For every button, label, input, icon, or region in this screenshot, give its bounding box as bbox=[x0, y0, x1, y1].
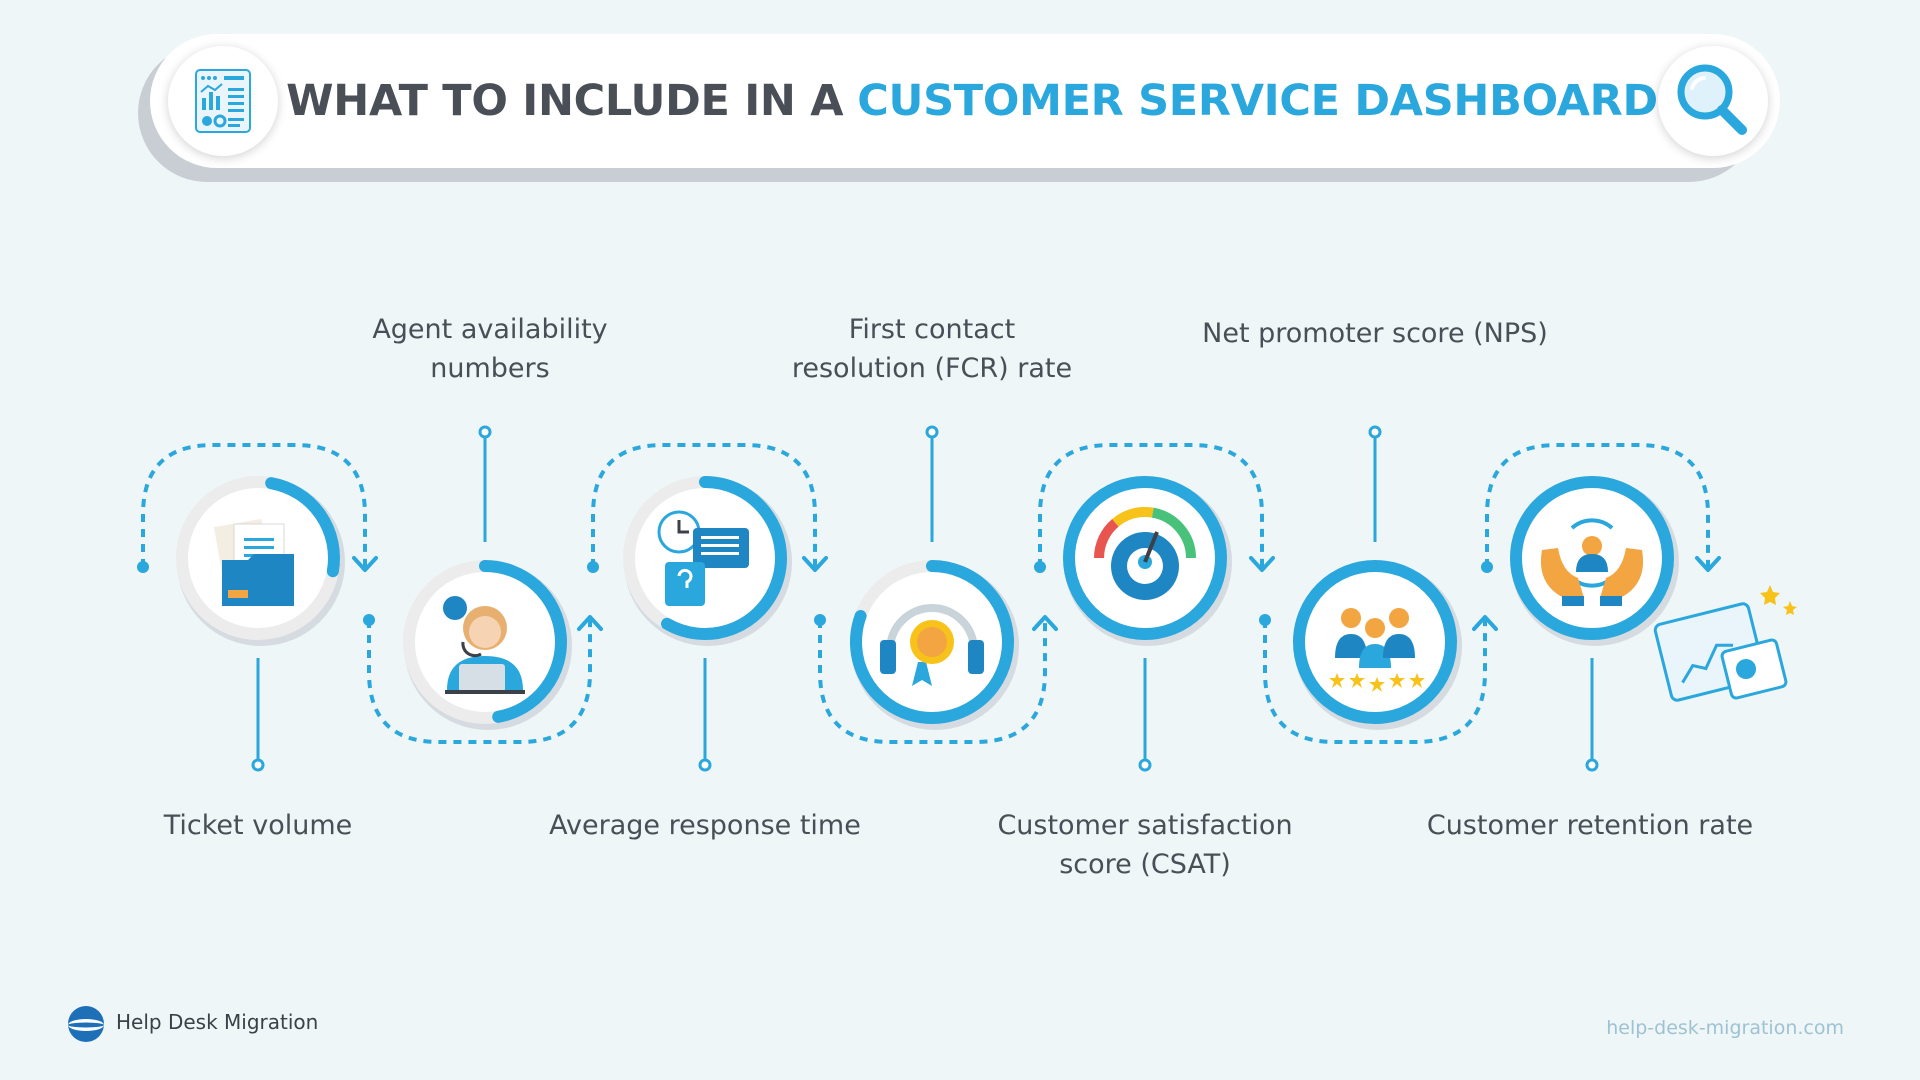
page-title: WHAT TO INCLUDE IN A CUSTOMER SERVICE DA… bbox=[286, 34, 1658, 168]
connector-start-dot bbox=[587, 561, 599, 573]
label-pin-dot bbox=[925, 425, 939, 439]
footer-url[interactable]: help-desk-migration.com bbox=[1606, 1017, 1844, 1039]
brand-logo-icon bbox=[68, 1006, 104, 1042]
step-label-fcr-rate: First contact resolution (FCR) rate bbox=[791, 314, 1073, 384]
footer-brand-name: Help Desk Migration bbox=[116, 1010, 319, 1034]
step-label-nps: Net promoter score (NPS) bbox=[1202, 318, 1548, 349]
folder-document-icon bbox=[213, 518, 294, 606]
step-node bbox=[1063, 476, 1232, 646]
dashboard-report-icon bbox=[168, 46, 278, 156]
step-label-agent-availability: Agent availability numbers bbox=[372, 314, 608, 384]
label-pin-dot bbox=[251, 758, 265, 772]
dashed-connector bbox=[818, 620, 1047, 744]
hands-user-icon bbox=[1540, 518, 1644, 606]
step-label-csat: Customer satisfaction score (CSAT) bbox=[997, 810, 1293, 880]
step-label-ticket-volume: Ticket volume bbox=[163, 810, 353, 841]
title-prefix: WHAT TO INCLUDE IN A bbox=[286, 76, 844, 126]
connector-start-dot bbox=[137, 561, 149, 573]
support-agent-icon bbox=[443, 596, 525, 694]
connector-start-dot bbox=[1034, 561, 1046, 573]
arrow-down-icon bbox=[352, 556, 378, 572]
connector-start-dot bbox=[1259, 614, 1271, 626]
gauge-gear-icon bbox=[1094, 507, 1196, 600]
arrow-up-icon bbox=[1472, 615, 1498, 631]
title-accent: CUSTOMER SERVICE DASHBOARD bbox=[857, 76, 1658, 126]
label-pin-dot bbox=[478, 425, 492, 439]
headset-medal-icon bbox=[880, 604, 984, 686]
connector-start-dot bbox=[1481, 561, 1493, 573]
label-pin-dot bbox=[1585, 758, 1599, 772]
clock-chat-icon bbox=[657, 510, 749, 606]
team-stars-icon bbox=[1329, 608, 1425, 692]
label-pin-dot bbox=[1138, 758, 1152, 772]
step-label-average-response-time: Average response time bbox=[549, 810, 861, 841]
step-label-retention-rate: Customer retention rate bbox=[1426, 810, 1754, 841]
arrow-down-icon bbox=[1249, 556, 1275, 572]
label-pin-dot bbox=[1368, 425, 1382, 439]
arrow-down-icon bbox=[1695, 556, 1721, 572]
connector-start-dot bbox=[814, 614, 826, 626]
magnifier-icon bbox=[1658, 46, 1768, 156]
arrow-up-icon bbox=[1032, 615, 1058, 631]
analytics-screen-icon bbox=[1653, 585, 1797, 702]
arrow-down-icon bbox=[802, 556, 828, 572]
label-pin-dot bbox=[698, 758, 712, 772]
connector-start-dot bbox=[363, 614, 375, 626]
header-banner: WHAT TO INCLUDE IN A CUSTOMER SERVICE DA… bbox=[150, 34, 1780, 168]
arrow-up-icon bbox=[577, 615, 603, 631]
